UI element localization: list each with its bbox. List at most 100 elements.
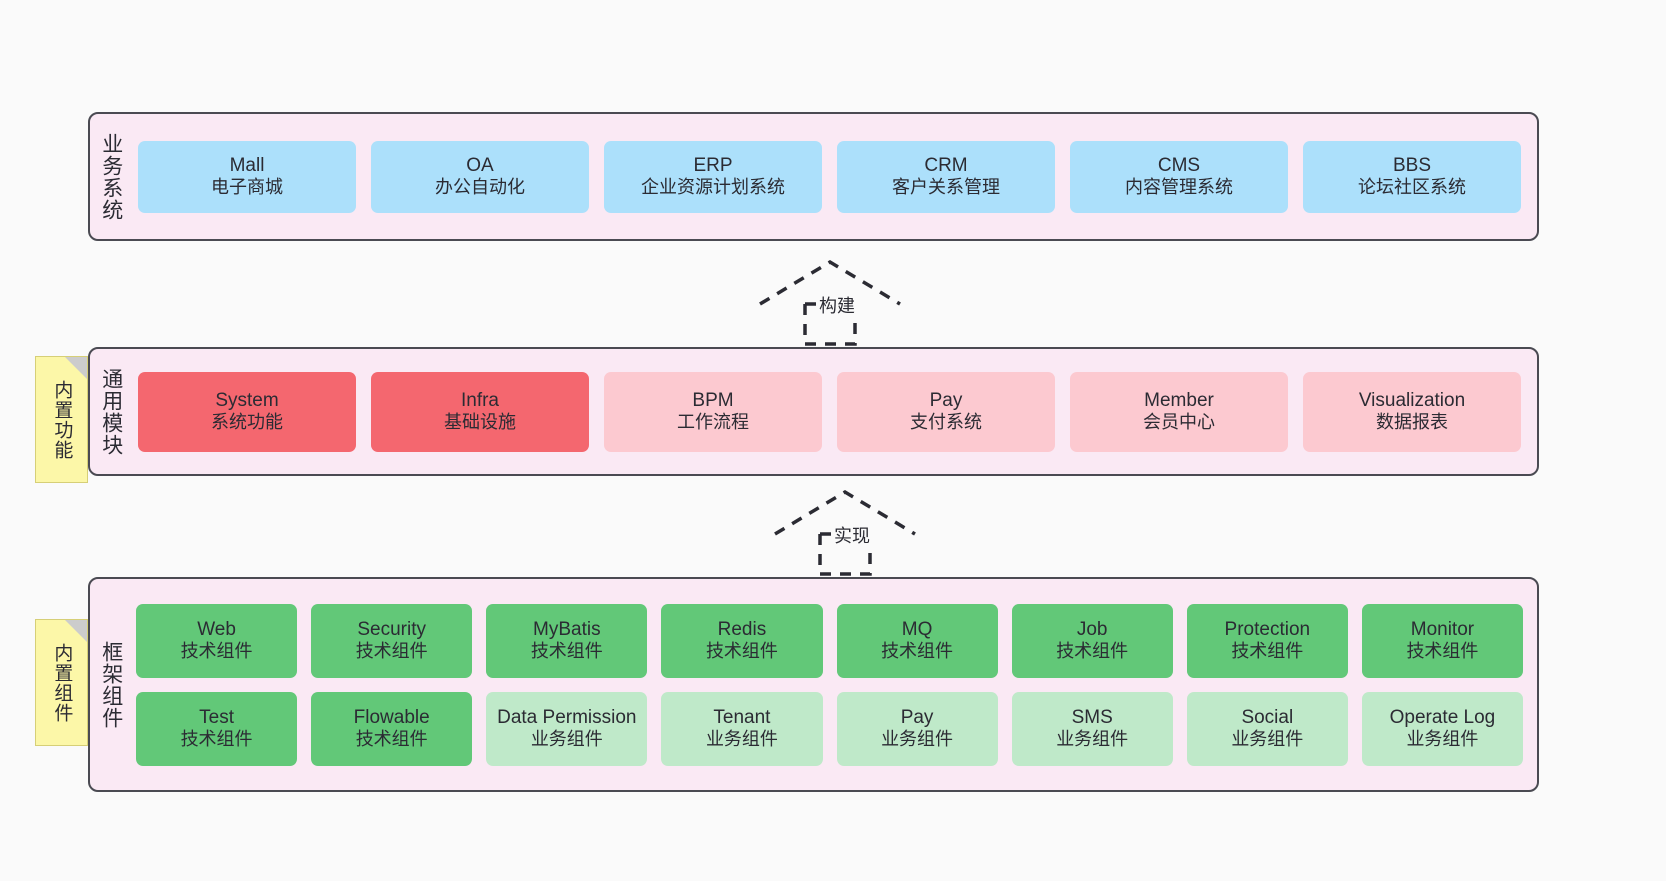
card-subtitle: 会员中心 <box>1143 411 1215 432</box>
card-title: Pay <box>900 706 934 728</box>
card-security[interactable]: Security 技术组件 <box>311 603 473 678</box>
arrow-build: 构建 <box>755 258 905 348</box>
card-pay-component[interactable]: Pay 业务组件 <box>836 691 998 766</box>
arrow-build-label: 构建 <box>817 292 857 318</box>
card-subtitle: 技术组件 <box>1056 640 1129 661</box>
card-subtitle: 技术组件 <box>1406 640 1479 661</box>
card-title: SMS <box>1071 706 1113 728</box>
sticky-note-label: 内置功能 <box>51 379 73 460</box>
card-job[interactable]: Job 技术组件 <box>1011 603 1173 678</box>
card-title: ERP <box>693 154 733 176</box>
card-title: MQ <box>901 618 933 640</box>
card-mybatis[interactable]: MyBatis 技术组件 <box>486 603 648 678</box>
card-bbs[interactable]: BBS 论坛社区系统 <box>1303 140 1521 213</box>
card-subtitle: 电子商城 <box>211 176 283 197</box>
card-system[interactable]: System 系统功能 <box>138 371 356 452</box>
card-test[interactable]: Test 技术组件 <box>136 691 298 766</box>
card-data-permission[interactable]: Data Permission 业务组件 <box>486 691 648 766</box>
card-member[interactable]: Member 会员中心 <box>1070 371 1288 452</box>
sticky-note-builtin-features: 内置功能 <box>35 356 88 483</box>
card-oa[interactable]: OA 办公自动化 <box>371 140 589 213</box>
card-title: Protection <box>1224 618 1311 640</box>
card-title: Security <box>357 618 426 640</box>
card-title: OA <box>466 154 494 176</box>
card-subtitle: 支付系统 <box>910 411 982 432</box>
card-subtitle: 业务组件 <box>1056 728 1129 749</box>
card-title: Mall <box>229 154 265 176</box>
card-title: BBS <box>1392 154 1432 176</box>
card-crm[interactable]: CRM 客户关系管理 <box>837 140 1055 213</box>
card-redis[interactable]: Redis 技术组件 <box>661 603 823 678</box>
card-sms[interactable]: SMS 业务组件 <box>1011 691 1173 766</box>
card-subtitle: 系统功能 <box>211 411 283 432</box>
card-subtitle: 技术组件 <box>1231 640 1304 661</box>
card-tenant[interactable]: Tenant 业务组件 <box>661 691 823 766</box>
card-subtitle: 技术组件 <box>355 640 428 661</box>
layer-business-systems: 业务系统 Mall 电子商城 OA 办公自动化 ERP 企业资源计划系统 CRM… <box>88 112 1539 241</box>
card-subtitle: 技术组件 <box>180 640 253 661</box>
card-title: Pay <box>929 389 963 411</box>
card-title: Visualization <box>1358 389 1466 411</box>
card-subtitle: 技术组件 <box>355 728 428 749</box>
card-mq[interactable]: MQ 技术组件 <box>836 603 998 678</box>
card-visualization[interactable]: Visualization 数据报表 <box>1303 371 1521 452</box>
layer-framework-components-cards: Web 技术组件 Security 技术组件 MyBatis 技术组件 Redi… <box>132 579 1537 790</box>
card-title: System <box>215 389 279 411</box>
card-title: Member <box>1144 389 1214 411</box>
fold-corner-icon <box>65 357 87 379</box>
card-title: CMS <box>1157 154 1201 176</box>
card-subtitle: 内容管理系统 <box>1125 176 1233 197</box>
card-cms[interactable]: CMS 内容管理系统 <box>1070 140 1288 213</box>
card-title: Job <box>1076 618 1108 640</box>
layer-common-modules-cards: System 系统功能 Infra 基础设施 BPM 工作流程 Pay 支付系统… <box>132 349 1537 474</box>
card-subtitle: 业务组件 <box>881 728 954 749</box>
card-title: Test <box>199 706 234 728</box>
card-title: Operate Log <box>1389 706 1496 728</box>
card-title: Tenant <box>713 706 771 728</box>
card-title: MyBatis <box>533 618 601 640</box>
arrow-shaft <box>803 304 857 346</box>
card-operate-log[interactable]: Operate Log 业务组件 <box>1361 691 1523 766</box>
card-flowable[interactable]: Flowable 技术组件 <box>311 691 473 766</box>
layer-business-systems-label: 业务系统 <box>99 132 123 221</box>
card-title: Monitor <box>1410 618 1475 640</box>
card-social[interactable]: Social 业务组件 <box>1186 691 1348 766</box>
card-subtitle: 业务组件 <box>705 728 778 749</box>
layer-framework-components-label: 框架组件 <box>99 640 123 729</box>
arrow-implement-label: 实现 <box>832 522 872 548</box>
arrow-shaft <box>818 534 872 576</box>
fold-corner-icon <box>65 620 87 642</box>
card-web[interactable]: Web 技术组件 <box>136 603 298 678</box>
card-title: CRM <box>924 154 968 176</box>
card-subtitle: 工作流程 <box>677 411 749 432</box>
card-subtitle: 论坛社区系统 <box>1358 176 1466 197</box>
card-subtitle: 客户关系管理 <box>892 176 1000 197</box>
sticky-note-builtin-components: 内置组件 <box>35 619 88 746</box>
card-mall[interactable]: Mall 电子商城 <box>138 140 356 213</box>
arrow-implement: 实现 <box>770 488 920 578</box>
card-erp[interactable]: ERP 企业资源计划系统 <box>604 140 822 213</box>
layer-common-modules: 通用模块 System 系统功能 Infra 基础设施 BPM 工作流程 Pay… <box>88 347 1539 476</box>
card-title: Flowable <box>353 706 430 728</box>
sticky-note-label: 内置组件 <box>51 642 73 723</box>
card-monitor[interactable]: Monitor 技术组件 <box>1361 603 1523 678</box>
card-subtitle: 基础设施 <box>444 411 516 432</box>
card-subtitle: 技术组件 <box>881 640 954 661</box>
card-subtitle: 企业资源计划系统 <box>641 176 785 197</box>
card-subtitle: 业务组件 <box>1231 728 1304 749</box>
card-infra[interactable]: Infra 基础设施 <box>371 371 589 452</box>
card-pay[interactable]: Pay 支付系统 <box>837 371 1055 452</box>
arrowhead-up-icon <box>759 259 901 306</box>
card-subtitle: 数据报表 <box>1376 411 1448 432</box>
card-title: Infra <box>460 389 500 411</box>
card-subtitle: 业务组件 <box>530 728 603 749</box>
component-row-business: Test 技术组件 Flowable 技术组件 Data Permission … <box>136 691 1523 766</box>
card-title: BPM <box>692 389 734 411</box>
layer-business-systems-cards: Mall 电子商城 OA 办公自动化 ERP 企业资源计划系统 CRM 客户关系… <box>132 114 1537 239</box>
card-bpm[interactable]: BPM 工作流程 <box>604 371 822 452</box>
layer-framework-components: 框架组件 Web 技术组件 Security 技术组件 MyBatis 技术组件… <box>88 577 1539 792</box>
card-protection[interactable]: Protection 技术组件 <box>1186 603 1348 678</box>
card-subtitle: 办公自动化 <box>435 176 525 197</box>
card-title: Social <box>1241 706 1294 728</box>
